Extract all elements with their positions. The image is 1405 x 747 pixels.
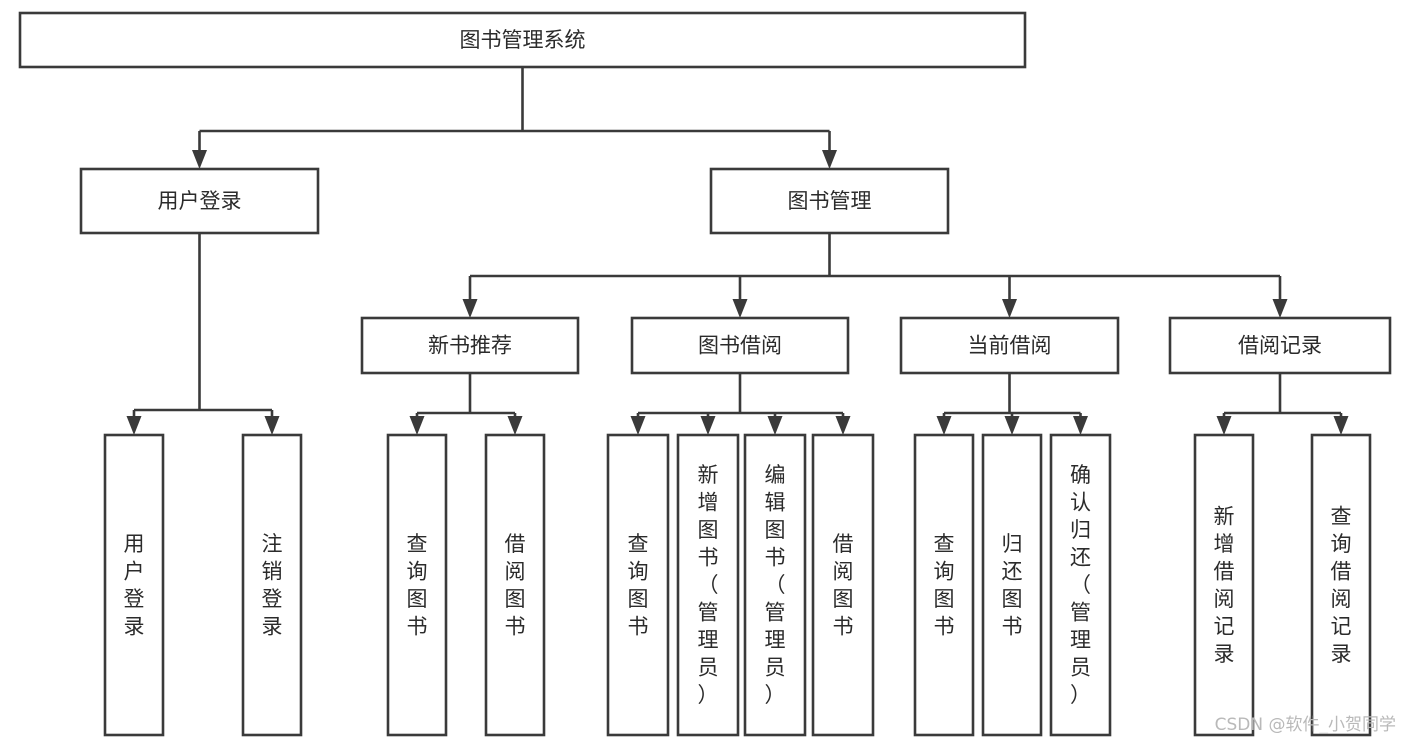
level3-node-book-borrow-label: 图书借阅 — [698, 334, 782, 358]
leaf-node-add-book-admin[interactable]: 新增图书（管理员） — [676, 433, 740, 737]
level3-node-book-borrow[interactable]: 图书借阅 — [630, 316, 850, 375]
csdn-watermark: CSDN @软件_小贺同学 — [1215, 715, 1396, 735]
arrow-head-icon — [462, 299, 478, 318]
arrow-head-icon — [507, 416, 523, 435]
arrow-head-icon — [767, 416, 783, 435]
leaf-node-borrow-book-1[interactable]: 借阅图书 — [484, 433, 546, 737]
level2-node-book-management-rect[interactable] — [709, 167, 950, 235]
level2-node-user-login-label: 用户登录 — [158, 189, 242, 213]
leaf-node-query-book-1-rect[interactable] — [386, 433, 448, 737]
arrow-head-icon — [630, 416, 646, 435]
arrow-head-icon — [264, 416, 280, 435]
arrow-head-icon — [1002, 299, 1017, 318]
level3-node-current-borrow[interactable]: 当前借阅 — [899, 316, 1120, 375]
leaf-node-add-book-admin-label: 新增图书（管理员） — [698, 463, 719, 707]
leaf-node-query-book-2[interactable]: 查询图书 — [606, 433, 670, 737]
level3-node-current-borrow-label: 当前借阅 — [968, 334, 1052, 358]
level3-node-new-book-recommend[interactable]: 新书推荐 — [360, 316, 580, 375]
leaf-node-borrow-book-1-label: 借阅图书 — [505, 532, 526, 639]
leaf-node-query-book-3-label: 查询图书 — [934, 532, 955, 639]
leaf-node-query-borrow-record[interactable]: 查询借阅记录 — [1310, 433, 1372, 737]
leaf-node-logout[interactable]: 注销登录 — [241, 433, 303, 737]
leaf-node-add-book-admin-rect[interactable] — [676, 433, 740, 737]
level2-node-user-login[interactable]: 用户登录 — [79, 167, 320, 235]
leaf-node-confirm-return-admin[interactable]: 确认归还（管理员） — [1049, 433, 1112, 737]
leaf-node-query-book-2-rect[interactable] — [606, 433, 670, 737]
level3-node-borrow-record-label: 借阅记录 — [1238, 334, 1322, 358]
leaf-node-return-book[interactable]: 归还图书 — [981, 433, 1043, 737]
node-box-layer: 图书管理系统用户登录图书管理新书推荐图书借阅当前借阅借阅记录用户登录注销登录查询… — [18, 11, 1392, 737]
level3-node-borrow-record[interactable]: 借阅记录 — [1168, 316, 1392, 375]
leaf-node-query-book-1[interactable]: 查询图书 — [386, 433, 448, 737]
leaf-node-return-book-rect[interactable] — [981, 433, 1043, 737]
arrow-head-icon — [835, 416, 851, 435]
leaf-node-borrow-book-2[interactable]: 借阅图书 — [811, 433, 875, 737]
leaf-node-logout-label: 注销登录 — [262, 532, 283, 639]
leaf-node-query-borrow-record-label: 查询借阅记录 — [1331, 504, 1352, 666]
leaf-node-edit-book-admin-rect[interactable] — [743, 433, 807, 737]
arrow-head-icon — [126, 416, 142, 435]
leaf-node-return-book-label: 归还图书 — [1002, 532, 1023, 639]
leaf-node-query-book-3[interactable]: 查询图书 — [913, 433, 975, 737]
level3-node-borrow-record-rect[interactable] — [1168, 316, 1392, 375]
level2-node-book-management[interactable]: 图书管理 — [709, 167, 950, 235]
arrow-head-icon — [409, 416, 425, 435]
arrow-head-icon — [1272, 299, 1288, 318]
arrow-head-icon — [1216, 416, 1232, 435]
leaf-node-logout-rect[interactable] — [241, 433, 303, 737]
arrow-head-icon — [1333, 416, 1349, 435]
leaf-node-edit-book-admin[interactable]: 编辑图书（管理员） — [743, 433, 807, 737]
arrow-head-icon — [732, 299, 748, 318]
root-node-book-management-system[interactable]: 图书管理系统 — [18, 11, 1027, 69]
leaf-node-add-borrow-record-rect[interactable] — [1193, 433, 1255, 737]
connector-layer — [126, 67, 1349, 435]
root-node-book-management-system-label: 图书管理系统 — [460, 28, 586, 52]
leaf-node-borrow-book-2-rect[interactable] — [811, 433, 875, 737]
arrow-head-icon — [192, 150, 207, 169]
leaf-node-confirm-return-admin-rect[interactable] — [1049, 433, 1112, 737]
level2-node-user-login-rect[interactable] — [79, 167, 320, 235]
leaf-node-confirm-return-admin-label: 确认归还（管理员） — [1070, 463, 1091, 707]
leaf-node-add-borrow-record-label: 新增借阅记录 — [1214, 504, 1235, 666]
leaf-node-query-borrow-record-rect[interactable] — [1310, 433, 1372, 737]
arrow-head-icon — [1073, 416, 1088, 435]
level3-node-new-book-recommend-label: 新书推荐 — [428, 334, 512, 358]
leaf-node-user-login-label: 用户登录 — [124, 532, 145, 639]
level3-node-current-borrow-rect[interactable] — [899, 316, 1120, 375]
arrow-head-icon — [822, 150, 837, 169]
leaf-node-query-book-1-label: 查询图书 — [407, 532, 428, 639]
leaf-node-add-borrow-record[interactable]: 新增借阅记录 — [1193, 433, 1255, 737]
arrow-head-icon — [700, 416, 716, 435]
root-node-book-management-system-rect[interactable] — [18, 11, 1027, 69]
level3-node-new-book-recommend-rect[interactable] — [360, 316, 580, 375]
leaf-node-user-login[interactable]: 用户登录 — [103, 433, 165, 737]
leaf-node-edit-book-admin-label: 编辑图书（管理员） — [765, 463, 786, 707]
leaf-node-borrow-book-1-rect[interactable] — [484, 433, 546, 737]
leaf-node-user-login-rect[interactable] — [103, 433, 165, 737]
level3-node-book-borrow-rect[interactable] — [630, 316, 850, 375]
leaf-node-query-book-2-label: 查询图书 — [628, 532, 649, 639]
leaf-node-borrow-book-2-label: 借阅图书 — [833, 532, 854, 639]
arrow-head-icon — [1004, 416, 1020, 435]
leaf-node-query-book-3-rect[interactable] — [913, 433, 975, 737]
level2-node-book-management-label: 图书管理 — [788, 189, 872, 213]
arrow-head-icon — [936, 416, 952, 435]
